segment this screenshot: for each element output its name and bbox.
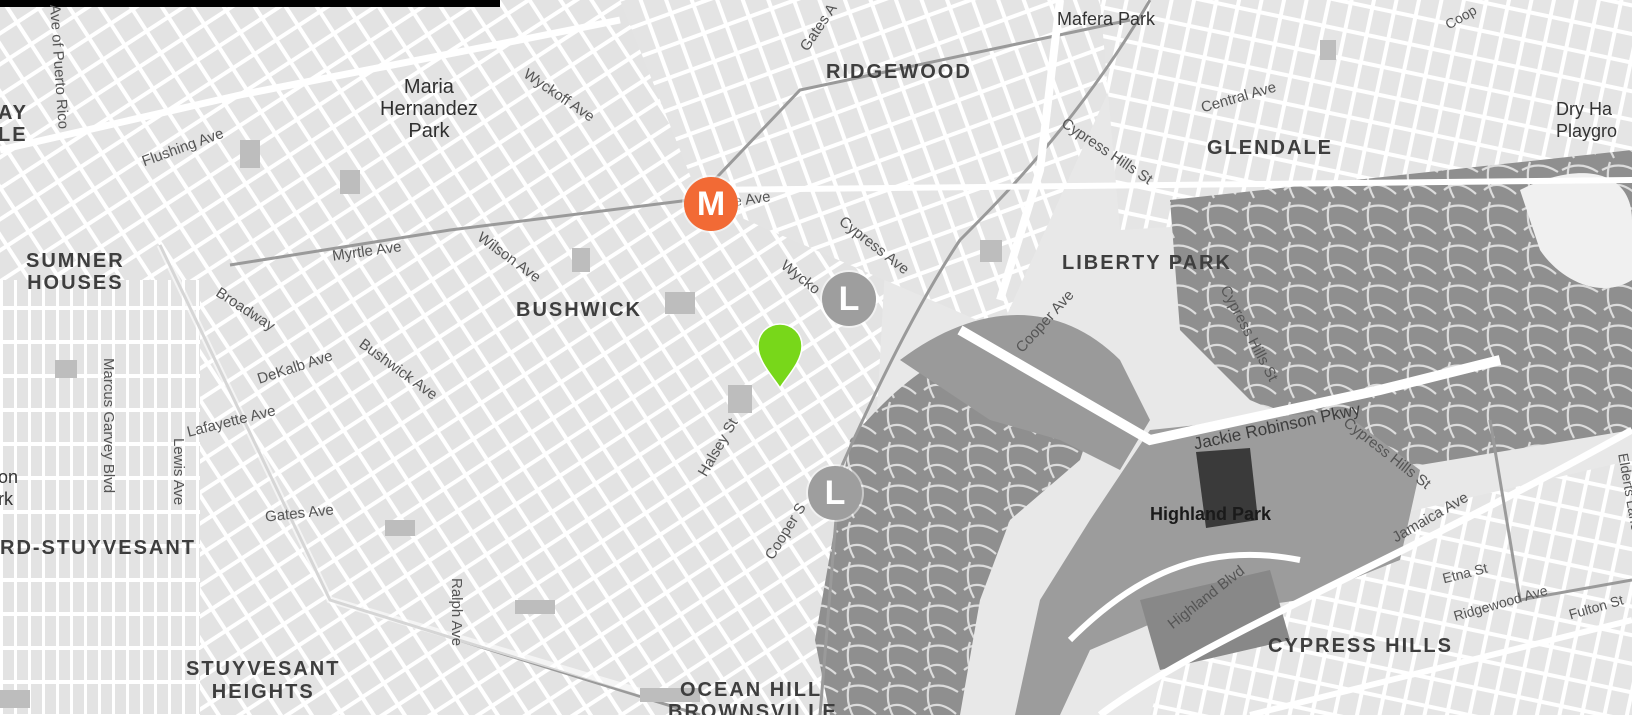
highland-park-south [1140, 570, 1290, 670]
street-grid-west [0, 0, 900, 715]
myrtle-el-line [229, 198, 691, 267]
cemetery-area-south [815, 338, 1100, 715]
cypress-hills-st-road [996, 0, 1064, 302]
block-marker [240, 140, 260, 168]
label-maria-hernandez-park: Maria Hernandez Park [380, 76, 478, 142]
label-stuyvesant-heights: STUYVESANT HEIGHTS [186, 658, 341, 703]
label-ridgewood: RIDGEWOOD [826, 61, 972, 83]
l-line-rail [818, 0, 1152, 715]
myrtle-ave-road-east [699, 177, 1632, 193]
block-marker [665, 292, 695, 314]
street-lewis-ave: Lewis Ave [170, 438, 187, 506]
label-highland-park: Highland Park [1150, 504, 1272, 524]
label-partial-left-park: on rk [0, 467, 19, 509]
block-marker [1320, 40, 1336, 60]
label-liberty-park: LIBERTY PARK [1062, 252, 1232, 274]
block-marker [515, 600, 555, 614]
m-train-station-marker[interactable]: M [684, 177, 738, 231]
l-train-station-marker[interactable]: L [822, 272, 876, 326]
label-ocean-hill: OCEAN HILL [680, 679, 823, 701]
m-line-north [698, 18, 1131, 197]
label-brownsville: BROWNSVILLE [668, 701, 838, 715]
block-marker [55, 360, 77, 378]
l-train-letter: L [824, 473, 846, 512]
street-grid-bedstuy [0, 280, 200, 715]
block-marker [728, 385, 752, 413]
jackie-robinson-pkwy [957, 325, 1502, 446]
block-marker [640, 688, 700, 702]
flushing-ave-road [0, 16, 621, 154]
label-sumner-houses: SUMNER HOUSES [26, 250, 125, 294]
block-marker [572, 248, 590, 272]
cemetery-area-east [1170, 150, 1632, 470]
block-marker [980, 240, 1002, 262]
m-train-letter: M [696, 184, 726, 223]
l-train-letter: L [838, 279, 860, 318]
j-line-rail [1488, 419, 1632, 602]
block-marker [385, 520, 415, 536]
label-cypress-hills: CYPRESS HILLS [1268, 635, 1453, 657]
label-bed-stuy: RD-STUYVESANT [0, 537, 197, 559]
label-glendale: GLENDALE [1207, 137, 1333, 159]
l-train-station-marker[interactable]: L [808, 466, 862, 520]
street-marcus-garvey-blvd: Marcus Garvey Blvd [100, 358, 117, 494]
fulton-st-road [1249, 617, 1632, 715]
jamaica-ave-road [1097, 426, 1632, 715]
block-marker [0, 690, 30, 708]
label-mafera-park: Mafera Park [1057, 9, 1156, 29]
label-bushwick: BUSHWICK [516, 299, 642, 321]
highland-blvd-road [1067, 551, 1301, 643]
cemetery-area-mid [900, 315, 1150, 470]
block-marker [340, 170, 360, 194]
highland-park-area [1015, 410, 1420, 715]
street-ralph-ave: Ralph Ave [448, 578, 465, 647]
top-header-bar [0, 0, 500, 7]
label-partial-left-top: AY LE [0, 102, 28, 146]
reservoir-area [1520, 173, 1632, 289]
broadway-road [156, 243, 721, 715]
map-pin-icon[interactable] [756, 322, 804, 390]
highland-park-reservoir [1196, 448, 1258, 528]
label-dry-harbor: Dry Ha Playgro [1556, 99, 1618, 141]
